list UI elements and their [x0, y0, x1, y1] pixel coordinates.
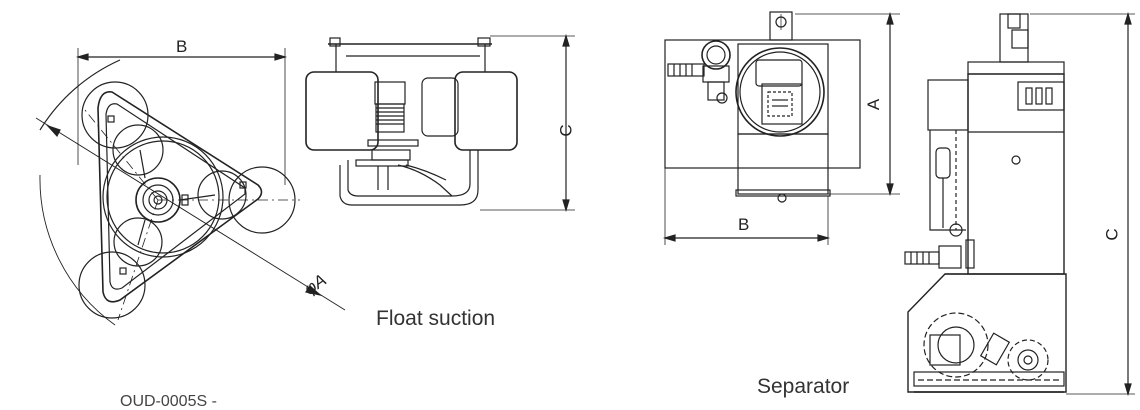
float-dim-c-label: C — [556, 124, 576, 137]
float-side-view — [305, 33, 575, 213]
float-suction-caption: Float suction — [376, 307, 496, 330]
separator-caption: Separator — [757, 375, 850, 398]
separator-front-view — [662, 11, 900, 245]
separator-dim-a-label: A — [864, 98, 884, 111]
footer-code: OUD-0005S - — [120, 393, 217, 410]
separator-dim-b-label: B — [738, 215, 750, 234]
float-dim-b-label: B — [176, 37, 188, 56]
separator-side-view — [904, 11, 1135, 397]
float-top-view — [35, 48, 346, 326]
separator-dim-c-label: C — [1102, 228, 1122, 241]
